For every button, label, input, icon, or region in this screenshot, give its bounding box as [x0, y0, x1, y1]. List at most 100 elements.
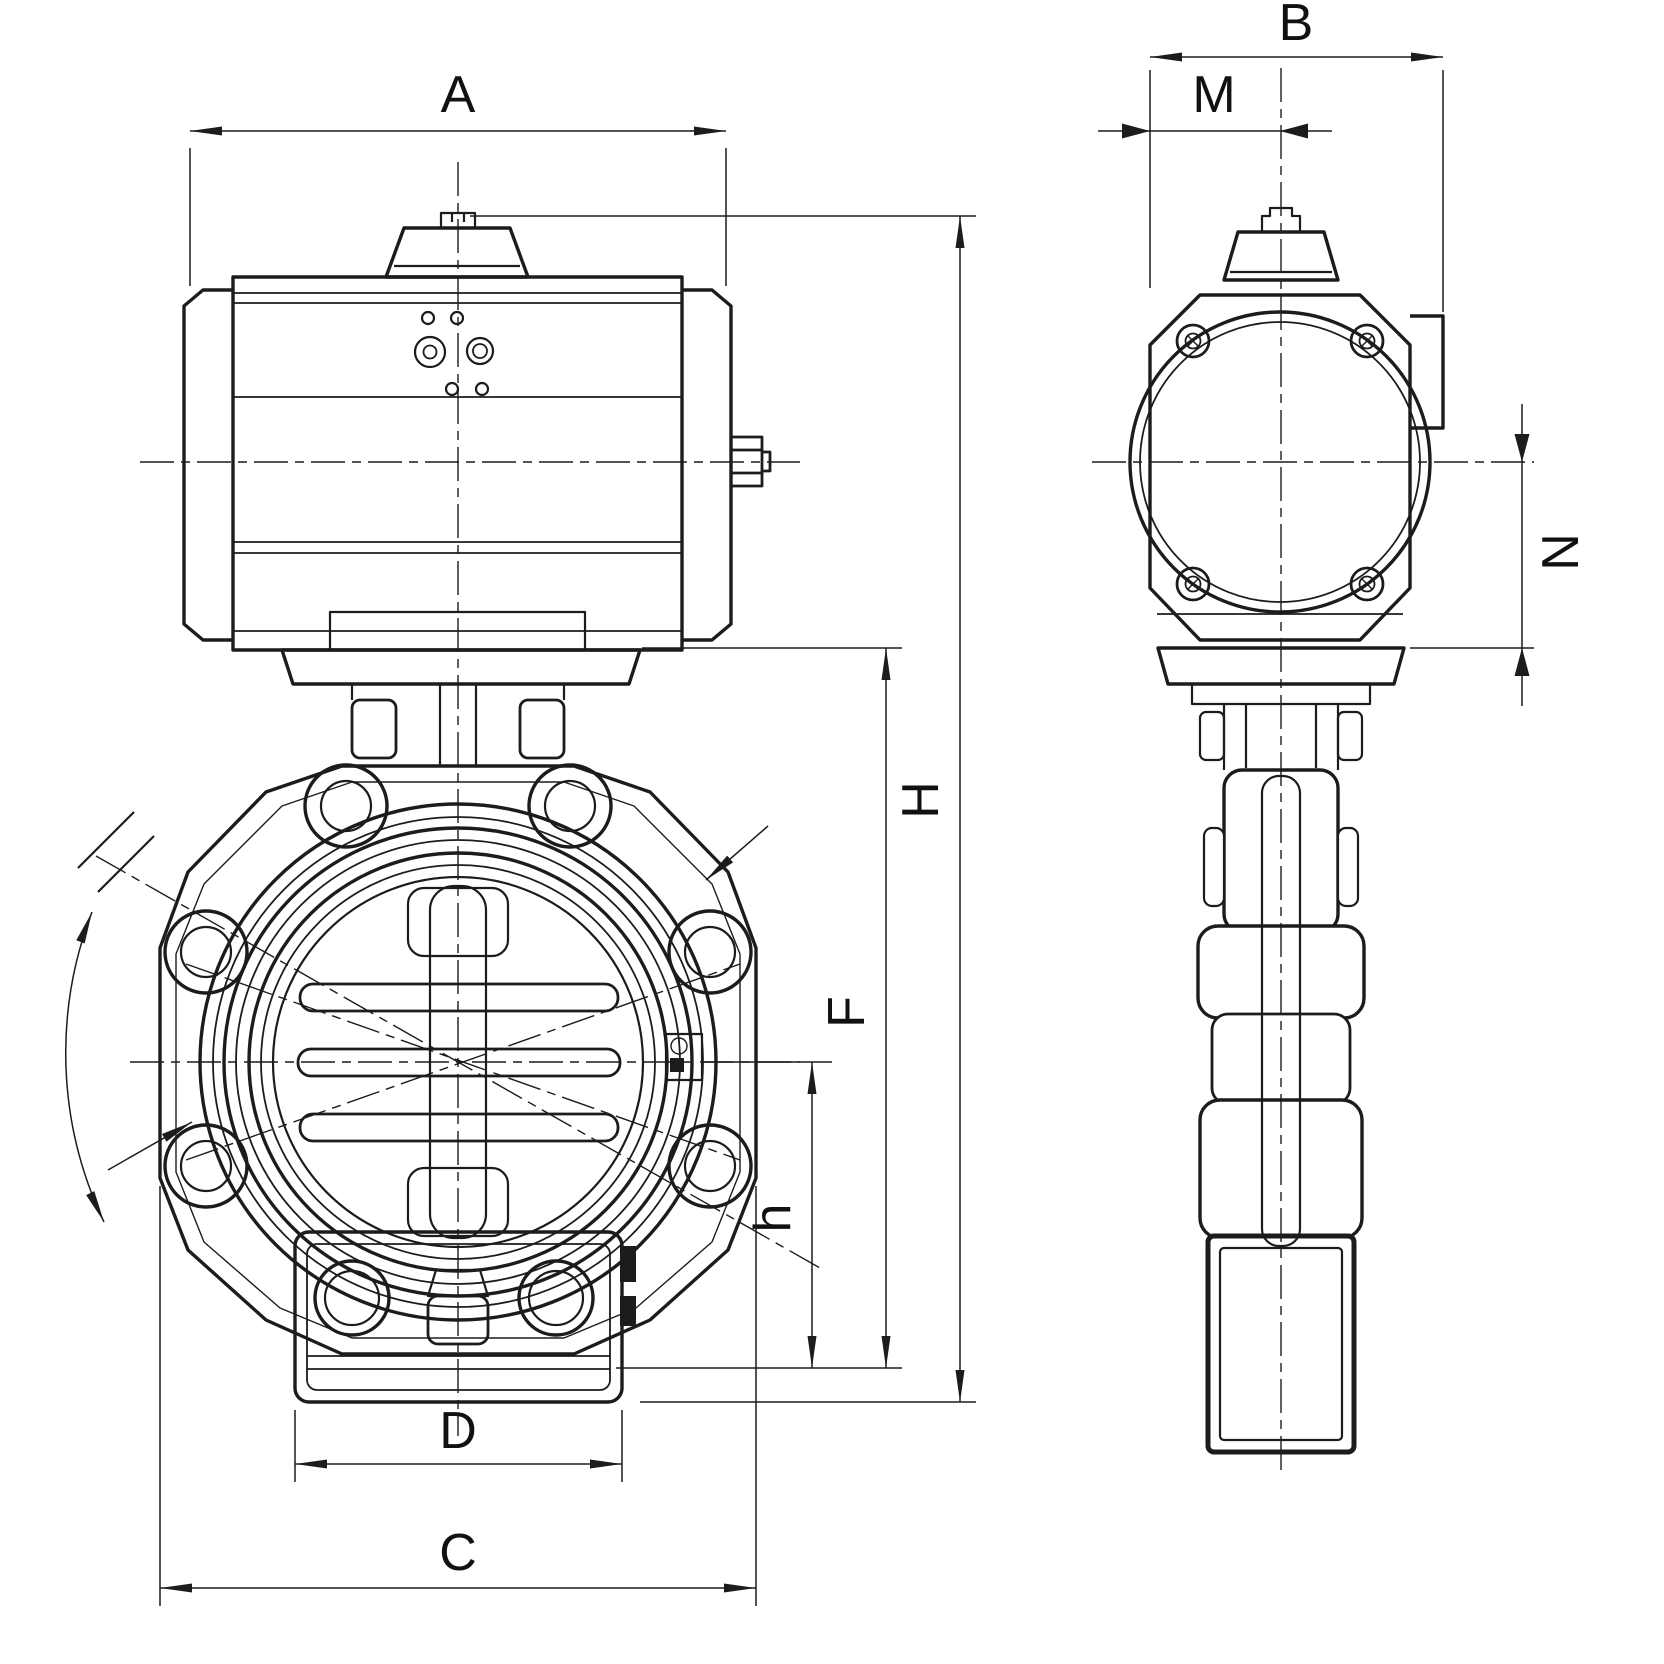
dim-M-arrow-right [1280, 123, 1308, 139]
cover-screw [1175, 323, 1211, 359]
dim-label-C: C [439, 1524, 477, 1582]
bolt-hole [683, 925, 737, 979]
dim-A-extension-lines [189, 148, 727, 286]
disc-rib [298, 982, 620, 1013]
diagonal-centerline-extended [95, 855, 821, 1269]
actuator-side-tab [1410, 314, 1445, 430]
cover-screw-slot [1187, 335, 1199, 347]
air-connection-port [731, 435, 772, 488]
foot-bolt-left-hole [323, 1269, 381, 1327]
dimension-H: H [470, 215, 976, 1403]
bolt-boss [527, 763, 613, 849]
dim-N-arrow-top [1514, 434, 1530, 462]
valve-side-rib-left [1202, 826, 1226, 908]
actuator-end-cap-right [682, 288, 733, 642]
valve-side-rib-right [1336, 826, 1360, 908]
bracket-flange [280, 648, 642, 686]
indicator-mark [670, 1058, 684, 1072]
actuator-side [1128, 206, 1445, 642]
cover-screw [1175, 566, 1211, 602]
bracket-plate-side [1190, 682, 1372, 706]
front-view [64, 162, 821, 1436]
chamfer-leader-upper [705, 825, 769, 881]
foot-center-tab [426, 1268, 490, 1298]
dimensions: A H F h D C B [159, 0, 1590, 1606]
angle-dimension [64, 811, 769, 1223]
pilot-hole [444, 381, 460, 397]
dim-F-extension-lines [616, 647, 902, 1369]
dimension-N: N [1410, 404, 1590, 706]
cover-screw-inner [1184, 575, 1202, 593]
dim-D-extension-lines [294, 1410, 623, 1482]
disc-rib [298, 1112, 620, 1143]
dimension-C: C [159, 1186, 757, 1606]
bolt-hole [683, 1139, 737, 1193]
foot-bolt-right-hole [527, 1269, 585, 1327]
neck-lug-right [518, 698, 566, 760]
dim-C-extension-lines [159, 1186, 757, 1606]
dim-label-h: h [744, 1204, 802, 1233]
mounting-bracket-side [1156, 646, 1406, 770]
dimension-F: F [616, 647, 902, 1369]
foot-bolt-left [313, 1259, 391, 1337]
dim-H-extension-lines [470, 215, 976, 1403]
diagonal-centerline [185, 963, 741, 1161]
actuator-shaft-nub [394, 211, 520, 268]
neck-side-lines [1222, 704, 1340, 770]
actuator-side-outline [1148, 293, 1412, 642]
centerlines-front [95, 162, 821, 1436]
dimension-h: h [704, 1061, 832, 1368]
foot-bolt-right [517, 1259, 595, 1337]
bolt-boss [163, 909, 249, 995]
dim-label-N: N [1532, 533, 1590, 571]
cover-screw-inner [1184, 332, 1202, 350]
bolt-boss [303, 763, 389, 849]
bracket-flange-side [1156, 646, 1406, 686]
cover-screw-slot [1187, 578, 1199, 590]
actuator-top-cap [384, 226, 530, 279]
actuator-front [182, 211, 772, 652]
cover-screw [1349, 566, 1385, 602]
dim-label-A: A [441, 66, 476, 124]
neck-lug-side-right [1336, 710, 1364, 762]
air-port-hole [413, 335, 447, 369]
cylinder-end-face [1128, 310, 1432, 614]
mounting-block [328, 610, 587, 650]
dim-N-arrow-bottom [1514, 648, 1530, 676]
dim-M-arrow-left [1122, 123, 1150, 139]
foot-label-tag [620, 1296, 636, 1326]
actuator-end-cap-left [182, 288, 233, 642]
angle-leader-lower [107, 1121, 193, 1171]
indicator-window [670, 1037, 688, 1055]
dim-label-B: B [1279, 0, 1314, 52]
dim-label-D: D [439, 1402, 477, 1460]
actuator-side-top-cap [1222, 230, 1340, 282]
air-port-hole-inner [422, 344, 438, 360]
bolt-boss [667, 909, 753, 995]
dim-label-F: F [818, 996, 876, 1028]
pilot-hole [474, 381, 490, 397]
pilot-hole [420, 310, 436, 326]
dimension-A: A [189, 66, 727, 286]
neck-lug-left [350, 698, 398, 760]
dimension-M: M [1098, 66, 1332, 139]
dim-B-extension-lines [1149, 70, 1444, 312]
neck-lug-side-left [1198, 710, 1226, 762]
flange-outline-inner [175, 781, 741, 1339]
dimension-D: D [294, 1402, 623, 1482]
cover-screws [1175, 323, 1385, 602]
cover-screw [1349, 323, 1385, 359]
angle-arc [64, 911, 105, 1223]
cover-screw-slot [1361, 335, 1373, 347]
cover-screw-inner [1358, 575, 1376, 593]
air-port-hole-inner [472, 343, 488, 359]
cover-screw-inner [1358, 332, 1376, 350]
indicator-housing [664, 1032, 704, 1082]
dimension-B: B [1149, 0, 1444, 312]
foot-label-tag [620, 1246, 636, 1282]
air-port-hole [465, 336, 495, 366]
angle-tick-marks [77, 811, 155, 893]
dim-label-H: H [892, 781, 950, 819]
